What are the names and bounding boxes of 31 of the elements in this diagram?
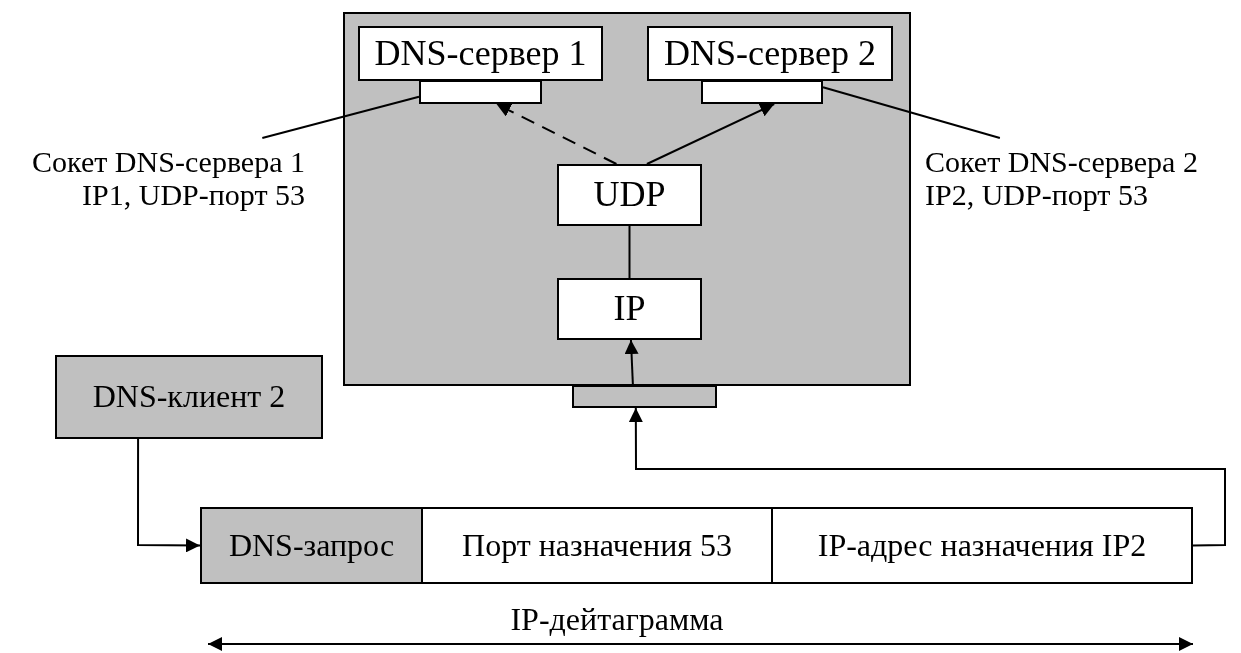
connector-line bbox=[628, 225, 631, 279]
protocol-box bbox=[557, 164, 702, 226]
interface-box bbox=[572, 385, 717, 408]
box-label: Порт назначения 53 bbox=[462, 527, 732, 564]
socket-label: Сокет DNS-сервера 2 IP2, UDP-порт 53 bbox=[925, 145, 1199, 211]
arrow bbox=[495, 103, 618, 165]
box-label: IP bbox=[613, 289, 646, 329]
leader-line bbox=[261, 95, 420, 139]
datagram-field bbox=[200, 507, 423, 584]
arrow bbox=[645, 103, 776, 165]
box-label: DNS-сервер 2 bbox=[663, 33, 877, 74]
arrow bbox=[137, 438, 201, 553]
process-box bbox=[647, 26, 893, 81]
box-label: UDP bbox=[593, 175, 666, 215]
process-box bbox=[358, 26, 603, 81]
socket-box bbox=[419, 80, 542, 104]
dimension-label: IP-дейтаграмма bbox=[510, 601, 724, 638]
client-box bbox=[55, 355, 323, 439]
datagram-field bbox=[771, 507, 1193, 584]
box-label: IP-адрес назначения IP2 bbox=[817, 527, 1147, 564]
protocol-box bbox=[557, 278, 702, 340]
leader-line bbox=[822, 86, 1001, 139]
socket-label: Сокет DNS-сервера 1 IP1, UDP-порт 53 bbox=[31, 145, 305, 211]
socket-box bbox=[701, 80, 823, 104]
arrow bbox=[628, 407, 1226, 547]
arrow bbox=[624, 339, 639, 386]
box-label: DNS-клиент 2 bbox=[92, 379, 286, 415]
server-host-panel bbox=[343, 12, 911, 386]
box-label: DNS-запрос bbox=[228, 527, 395, 564]
datagram-field bbox=[421, 507, 773, 584]
box-label: DNS-сервер 1 bbox=[374, 33, 587, 74]
